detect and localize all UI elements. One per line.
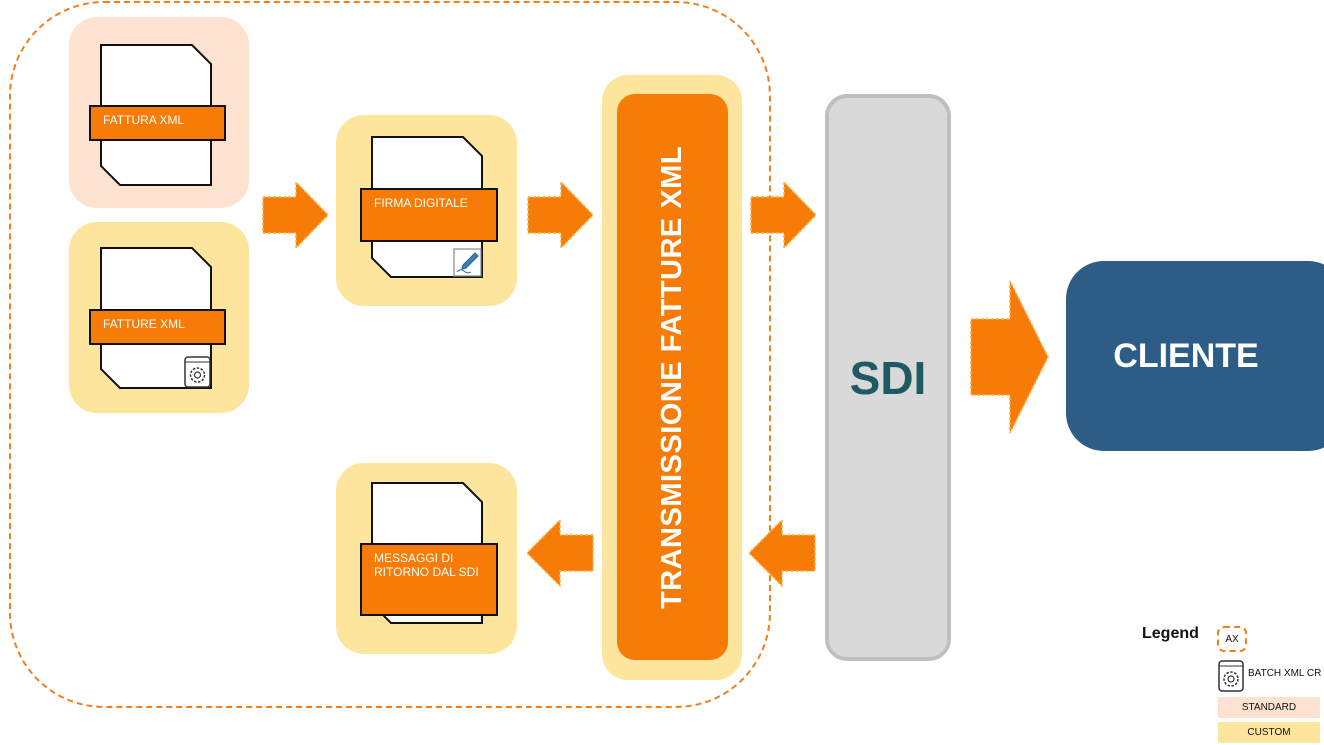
fattura-xml-label: FATTURA XML [89, 105, 226, 141]
legend-standard-label: STANDARD [1241, 702, 1297, 713]
legend-custom: CUSTOM [1218, 722, 1320, 743]
legend-standard: STANDARD [1218, 697, 1320, 718]
cliente-label: CLIENTE [1113, 336, 1259, 375]
transmissione-node[interactable] [617, 94, 728, 660]
ax-boundary [9, 1, 771, 708]
gear-window-icon [1218, 660, 1244, 692]
fatture-xml-label: FATTURE XML [89, 309, 226, 345]
legend-custom-label: CUSTOM [1247, 727, 1291, 738]
transmissione-label: TRANSMISSIONE FATTURE XML [656, 145, 689, 609]
firma-digitale-label: FIRMA DIGITALE [360, 188, 498, 242]
sdi-label: SDI [849, 351, 927, 404]
cliente-node[interactable]: CLIENTE [1066, 261, 1324, 451]
arrow-right-icon [750, 181, 818, 249]
legend-batch-label: BATCH XML CR [1248, 668, 1322, 679]
legend-ax: AX [1217, 626, 1247, 652]
arrow-right-icon [527, 181, 595, 249]
messaggi-ritorno-label: MESSAGGI DI RITORNO DAL SDI [360, 543, 498, 616]
arrow-left-icon [748, 519, 816, 587]
sdi-node[interactable]: SDI [825, 94, 951, 661]
gear-window-icon [184, 356, 211, 388]
pen-signature-icon [453, 248, 482, 277]
arrow-left-icon [526, 519, 594, 587]
legend-title: Legend [1142, 625, 1199, 642]
arrow-right-icon [970, 280, 1049, 434]
legend-ax-label: AX [1225, 633, 1239, 645]
arrow-right-icon [262, 181, 330, 249]
